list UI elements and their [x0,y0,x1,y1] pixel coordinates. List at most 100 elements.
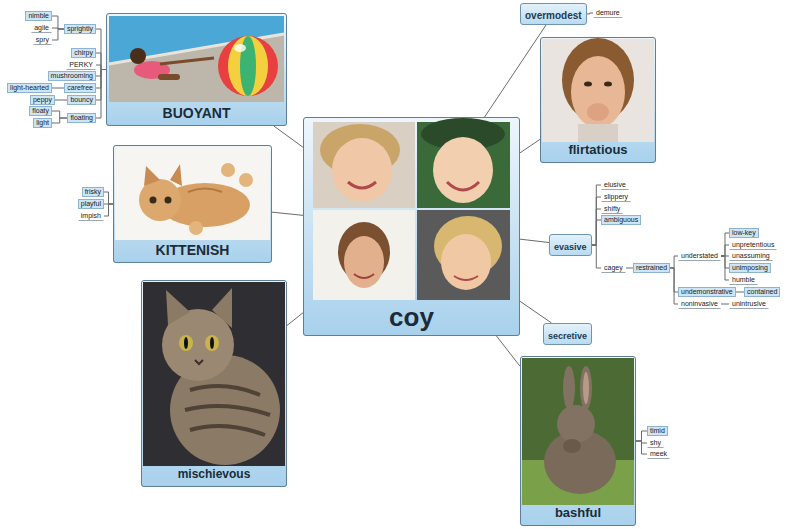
branch-connector [272,212,303,215]
subtopic-label: PERKY [66,60,96,70]
frame-fill [106,13,287,126]
faces-photo [313,210,415,300]
branch-connector [96,70,106,119]
kitten-photo [115,147,270,240]
topic-label: flirtatious [568,143,627,162]
subtopic-text: unpretentious [732,241,774,248]
subtopic-text: bouncy [70,96,93,103]
pool-photo [160,58,214,64]
branch-connector [670,256,678,268]
subtopic-text: understated [681,252,718,259]
subtopic-label: contained [744,287,780,297]
branch-connector [520,239,549,242]
kitten-photo [170,164,182,186]
subtopic-text: impish [81,212,101,219]
faces-photo [354,274,374,278]
subtopic-text: unintrusive [732,300,766,307]
subtopic-label: mushrooming [48,71,96,81]
branch-connector [96,29,106,70]
subtopic-text: timid [650,427,665,434]
woman-photo [571,56,625,128]
branch-connector [104,192,113,204]
subtopic-text: sprightly [67,25,93,32]
subtopic-label: understated [678,251,721,261]
rabbit-photo [557,405,595,443]
subtopic-label: slippery [601,192,631,202]
topic-tag: evasive [549,234,592,256]
subtopic-label: noninvasive [678,299,721,309]
branch-connector [736,292,744,293]
branch-connector [636,431,647,441]
subtopic-label: nimble [25,11,52,21]
cat-photo [195,360,203,364]
subtopic-text: humble [732,276,755,283]
subtopic-text: contained [747,288,777,295]
branch-connector [287,313,303,326]
branch-connector [96,65,106,70]
subtopic-label: restrained [633,263,670,273]
branch-connector [592,220,601,245]
subtopic-label: unintrusive [729,299,769,309]
kitten-photo [165,197,172,204]
subtopic-text: unassuming [732,252,770,259]
woman-photo [584,82,592,87]
frame-fill [520,356,636,526]
subtopic-label: light [33,118,52,128]
kitten-photo [189,221,203,235]
branch-connector [636,441,647,454]
rabbit-photo [580,366,592,410]
branch-connector [104,204,113,216]
cat-photo [185,386,270,435]
branch-connector [626,268,633,269]
subtopic-text: mushrooming [51,72,93,79]
branch-connector [96,53,106,70]
branch-connector [274,126,303,147]
pool-photo [234,44,246,52]
faces-photo [313,118,510,300]
subtopic-label: sprightly [64,24,96,34]
subtopic-label: carefree [64,83,96,93]
pool-photo [158,74,180,80]
subtopic-text: PERKY [69,61,93,68]
subtopic-text: shy [650,439,661,446]
topic-picture-box: mischievous [141,280,287,487]
rabbit-photo [563,439,581,453]
frame-fill [540,37,656,163]
subtopic-label: shy [647,438,664,448]
subtopic-label: impish [78,211,104,221]
topic-picture-box: bashful [520,356,636,526]
topic-label: evasive [554,242,587,252]
woman-photo [578,124,618,142]
topic-label: KITTENISH [156,242,230,262]
kitten-photo [221,163,235,177]
branch-connector [55,100,67,101]
subtopic-label: light-hearted [7,83,52,93]
topic-label: secretive [548,331,587,341]
topic-label: mischievous [178,468,251,486]
kitten-photo [115,147,270,240]
subtopic-text: noninvasive [681,300,718,307]
faces-photo [313,122,415,208]
kitten-photo [239,173,253,187]
subtopic-text: spry [36,36,49,43]
subtopic-text: ambiguous [604,216,638,223]
woman-photo [542,38,654,142]
subtopic-label: ambiguous [601,215,641,225]
subtopic-label: unassuming [729,251,773,261]
topic-label: overmodest [525,10,582,21]
kitten-photo [150,197,157,204]
frame-fill [113,145,272,263]
subtopic-text: peppy [33,96,52,103]
branch-connector [721,233,729,256]
faces-photo [441,234,491,290]
rabbit-photo [563,366,575,410]
subtopic-text: slippery [604,193,628,200]
frame-fill [303,117,520,336]
subtopic-text: undemonstrative [681,288,733,295]
subtopic-text: light-hearted [10,84,49,91]
branch-connector [592,209,601,245]
subtopic-text: frisky [85,188,101,195]
rabbit-photo [522,358,634,505]
branch-connector [670,268,678,304]
topic-picture-box: flirtatious [540,37,656,163]
